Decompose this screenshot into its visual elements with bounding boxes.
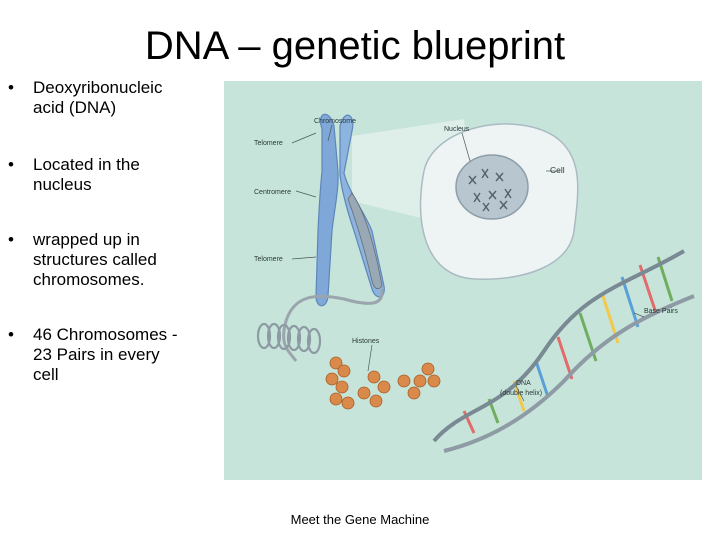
- bullet-line: chromosomes.: [33, 270, 145, 289]
- bullet-line: acid (DNA): [33, 98, 117, 117]
- bullet-text: Deoxyribonucleic acid (DNA): [33, 78, 218, 118]
- bullet-marker: •: [8, 155, 14, 174]
- label-dna-sub: (double helix): [500, 390, 542, 397]
- nucleus-shape: [455, 154, 529, 220]
- bullet-line: nucleus: [33, 175, 92, 194]
- label-telomere-top: Telomere: [254, 140, 283, 147]
- double-helix: [432, 249, 695, 453]
- dna-illustration: Chromosome Nucleus Telomere Cell Centrom…: [224, 81, 702, 480]
- bullet-line: 23 Pairs in every: [33, 345, 160, 364]
- bullet-line: wrapped up in: [33, 230, 140, 249]
- label-dna: DNA: [516, 380, 531, 387]
- bullet-line: Deoxyribonucleic: [33, 78, 163, 97]
- label-centromere: Centromere: [254, 189, 291, 196]
- bullet-text: 46 Chromosomes - 23 Pairs in every cell: [33, 325, 218, 385]
- chromosome-shape: [315, 113, 385, 307]
- slide-title: DNA – genetic blueprint: [144, 24, 566, 68]
- dna-illustration-svg: Chromosome Nucleus Telomere Cell Centrom…: [254, 113, 695, 453]
- bullet-marker: •: [8, 325, 14, 344]
- coiled-fiber: [256, 322, 322, 355]
- bullet-line: structures called: [33, 250, 157, 269]
- leader-lines: [291, 124, 645, 402]
- bullet-line: 46 Chromosomes -: [33, 325, 178, 344]
- label-cell: Cell: [550, 165, 565, 175]
- label-telomere-bottom: Telomere: [254, 256, 283, 263]
- bullet-marker: •: [8, 78, 14, 97]
- bullet-marker: •: [8, 230, 14, 249]
- nucleus-chromosomes: [468, 168, 512, 212]
- histones-shape: [325, 356, 441, 410]
- bullet-text: Located in the nucleus: [33, 155, 218, 195]
- bullet-line: cell: [33, 365, 59, 384]
- label-histones: Histones: [352, 338, 380, 345]
- bullet-line: Located in the: [33, 155, 140, 174]
- label-nucleus: Nucleus: [444, 126, 470, 133]
- label-chromosome: Chromosome: [314, 118, 356, 125]
- label-base-pairs: Base Pairs: [644, 308, 678, 315]
- footer-caption: Meet the Gene Machine: [290, 512, 430, 527]
- dna-strand: [282, 288, 384, 362]
- bullet-text: wrapped up in structures called chromoso…: [33, 230, 218, 290]
